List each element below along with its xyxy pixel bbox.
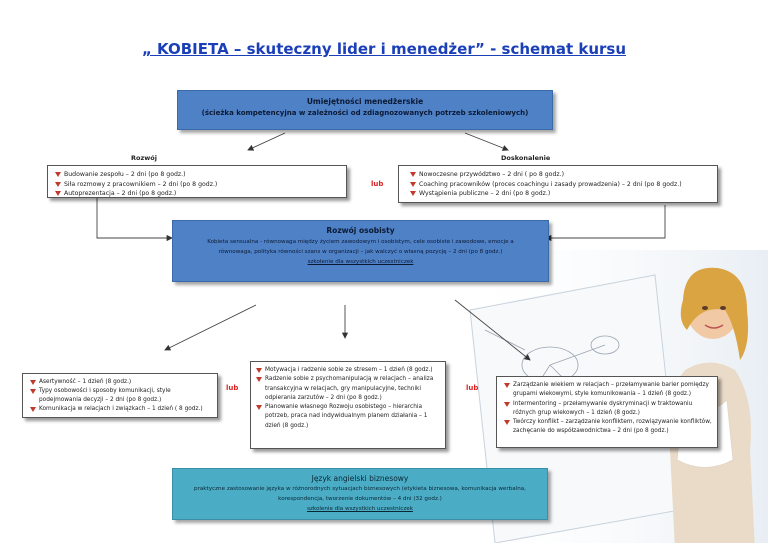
business-english-line1: praktyczne zastosowanie języka w różnoro… xyxy=(194,486,526,492)
list-item: Wystąpienia publiczne – 2 dni (po 8 godz… xyxy=(409,189,711,199)
list-item: Motywacja i radzenie sobie ze stresem – … xyxy=(255,366,441,375)
label-rozwoj: Rozwój xyxy=(131,154,157,162)
business-english-title: Język angielski biznesowy xyxy=(311,474,409,483)
managerial-skills-title: Umiejętności menedżerskie xyxy=(306,97,424,106)
list-item: Coaching pracowników (proces coachingu i… xyxy=(409,180,711,190)
personal-development-box: Rozwój osobisty Kobieta sensualna - równ… xyxy=(172,220,549,282)
list-item: Siła rozmowy z pracownikiem – 2 dni (po … xyxy=(54,180,340,190)
managerial-skills-subtitle: (ścieżka kompetencyjna w zależności od z… xyxy=(201,109,529,117)
label-doskonalenie: Doskonalenie xyxy=(501,154,551,162)
age-and-conflict-courses-box: Zarządzanie wiekiem w relacjach – przeła… xyxy=(496,376,718,448)
list-item: Komunikacja w relacjach i związkach – 1 … xyxy=(29,405,213,414)
personal-development-title: Rozwój osobisty xyxy=(326,226,395,235)
list-item: Budowanie zespołu – 2 dni (po 8 godz.) xyxy=(54,170,340,180)
list-item: Zarządzanie wiekiem w relacjach – przeła… xyxy=(503,381,713,400)
list-item: Typy osobowości i sposoby komunikacji, s… xyxy=(29,387,213,405)
business-english-note: szkolenie dla wszystkich uczestniczek xyxy=(307,506,413,512)
business-english-box: Język angielski biznesowy praktyczne zas… xyxy=(172,468,548,520)
list-item: Asertywność – 1 dzień (8 godz.) xyxy=(29,378,213,387)
list-item: Radzenie sobie z psychomanipulacją w rel… xyxy=(255,375,441,403)
stress-and-manipulation-courses-box: Motywacja i radzenie sobie ze stresem – … xyxy=(250,361,446,449)
list-item: Planowanie własnego Rozwoju osobistego –… xyxy=(255,403,441,431)
page-title: „ KOBIETA – skuteczny lider i menedżer” … xyxy=(141,40,627,58)
or-label: lub xyxy=(371,180,384,188)
business-english-line2: korespondencja, tworzenie dokumentów – 4… xyxy=(278,496,442,502)
list-item: Twórczy konflikt – zarządzanie konflikte… xyxy=(503,418,713,437)
list-item: Autoprezentacja – 2 dni (po 8 godz.) xyxy=(54,189,340,199)
list-item: Intermentoring – przełamywanie dyskrymin… xyxy=(503,400,713,419)
improvement-courses-box: Nowoczesne przywództwo – 2 dni ( po 8 go… xyxy=(398,165,718,203)
personal-development-line2: równowaga, polityka równości szans w org… xyxy=(218,249,503,255)
personal-development-note: szkolenie dla wszystkich uczestniczek xyxy=(307,259,414,265)
or-label: lub xyxy=(466,384,479,392)
managerial-skills-box: Umiejętności menedżerskie (ścieżka kompe… xyxy=(177,90,553,130)
development-courses-box: Budowanie zespołu – 2 dni (po 8 godz.) S… xyxy=(47,165,347,198)
or-label: lub xyxy=(226,384,239,392)
list-item: Nowoczesne przywództwo – 2 dni ( po 8 go… xyxy=(409,170,711,180)
personal-development-line1: Kobieta sensualna - równowaga między życ… xyxy=(207,239,514,245)
communication-courses-box: Asertywność – 1 dzień (8 godz.) Typy oso… xyxy=(22,373,218,418)
